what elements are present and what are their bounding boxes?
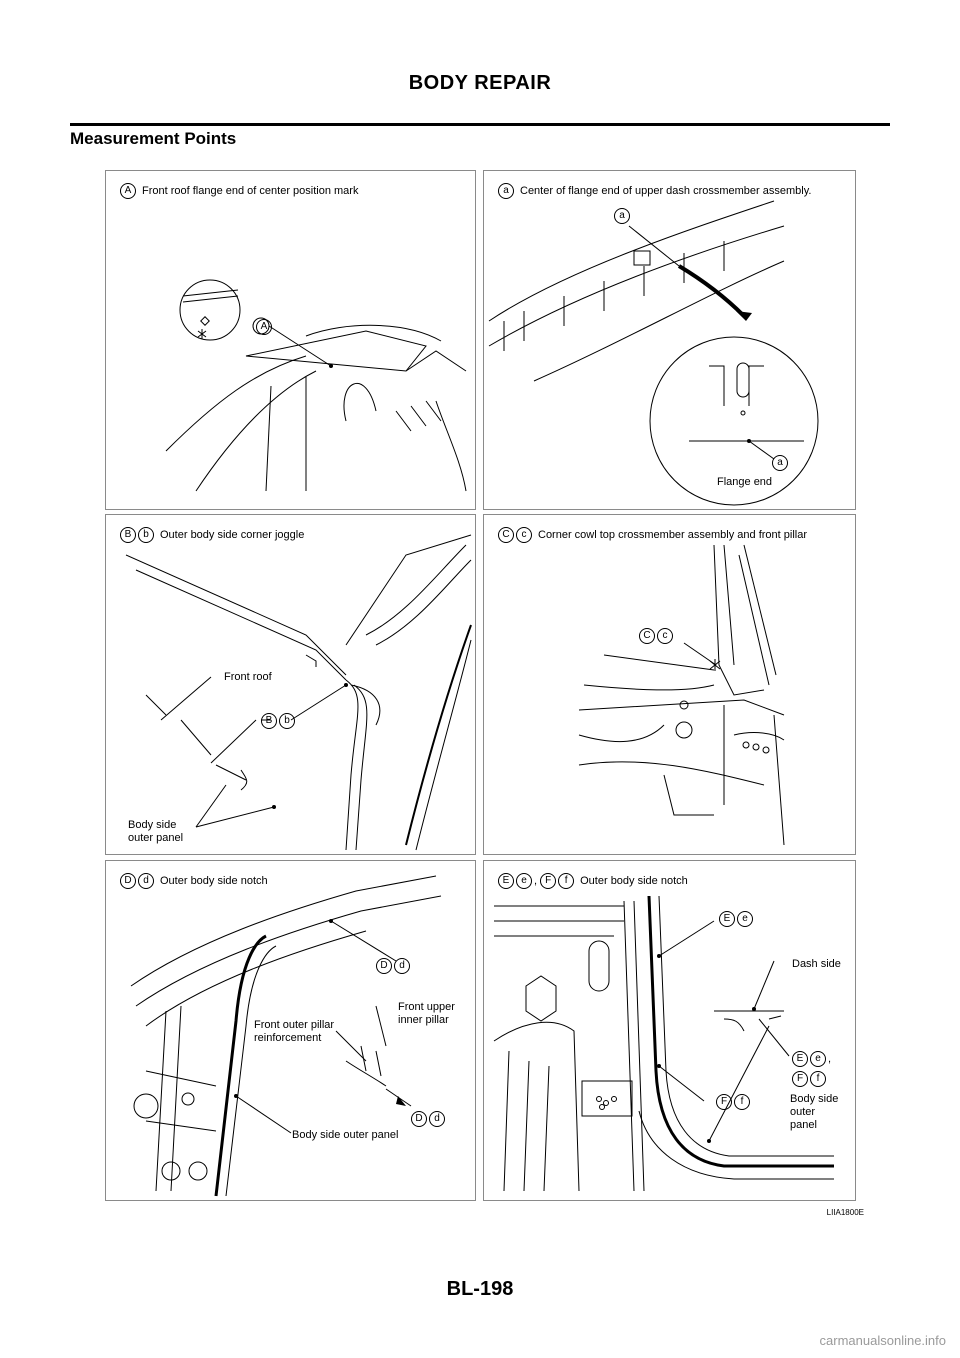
mark-badge: e [516, 873, 532, 889]
mark-badge: c [516, 527, 532, 543]
mark-badge: E [498, 873, 514, 889]
caption-text: Corner cowl top crossmember assembly and… [538, 529, 807, 541]
front-outer-line1: Front outer pillar [254, 1019, 335, 1031]
panel-caption: a Center of flange end of upper dash cros… [498, 183, 811, 199]
front-outer-pillar-label: Front outer pillar reinforcement [254, 1019, 334, 1045]
section-title: Measurement Points [70, 129, 237, 148]
body-side-ef-drawing [493, 895, 834, 1192]
body-side-label: Body side outer panel [128, 819, 183, 845]
body-line3: panel [790, 1119, 817, 1131]
flange-end-label: Flange end [717, 476, 773, 488]
panel-caption: A Front roof flange end of center positio… [120, 183, 358, 199]
front-roof-label: Front roof [224, 671, 272, 683]
watermark: carmanualsonline.info [819, 1333, 946, 1348]
body-side-outer-panel-label: Body side outer panel [292, 1129, 399, 1141]
front-outer-line2: reinforcement [254, 1032, 322, 1044]
figure-code: LIIA1800E [826, 1208, 864, 1217]
page-number: BL-198 [446, 1278, 514, 1300]
dash-side-label: Dash side [792, 958, 841, 970]
mark-badge: d [138, 873, 154, 889]
body-side-line2: outer panel [128, 832, 184, 844]
caption-text: Center of flange end of upper dash cross… [520, 185, 812, 197]
body-side-line1: Body side [128, 819, 177, 831]
body-side-outer-panel-label: Body side outer panel [790, 1093, 838, 1132]
callout-badge: a [614, 208, 632, 224]
mark-badge: B [120, 527, 136, 543]
cowl-top-drawing [578, 544, 785, 846]
roof-interior-drawing [165, 279, 467, 492]
caption-text: Outer body side notch [580, 875, 688, 887]
body-line1: Body side [790, 1093, 839, 1105]
panel-front-roof-flange: A Front roof flange end of center positio… [105, 170, 476, 510]
mark-badge: A [120, 183, 136, 199]
corner-joggle-drawing [125, 534, 472, 851]
caption-text: Outer body side corner joggle [160, 529, 305, 541]
mark-badge: b [138, 527, 154, 543]
mark-badge: D [120, 873, 136, 889]
caption-comma: , [534, 874, 538, 887]
header-rule [70, 123, 890, 126]
page-header-title: BODY REPAIR [408, 72, 552, 94]
panel-dash-crossmember: a Center of flange end of upper dash cros… [483, 170, 856, 510]
caption-text: Front roof flange end of center position… [142, 185, 359, 197]
caption-text: Outer body side notch [160, 875, 268, 887]
front-upper-line2: inner pillar [398, 1014, 449, 1026]
mark-badge: C [498, 527, 514, 543]
mark-badge: f [558, 873, 575, 889]
callout-badge: A [256, 319, 274, 335]
body-side-notch-drawing [130, 875, 442, 1197]
body-line2: outer [790, 1106, 816, 1118]
front-upper-line1: Front upper [398, 1001, 455, 1013]
inset-callout-badge: a [772, 455, 790, 471]
front-upper-inner-pillar-label: Front upper inner pillar [398, 1001, 455, 1027]
dash-crossmember-drawing [488, 200, 819, 506]
mark-badge: F [540, 873, 557, 889]
mark-badge: a [498, 183, 514, 199]
